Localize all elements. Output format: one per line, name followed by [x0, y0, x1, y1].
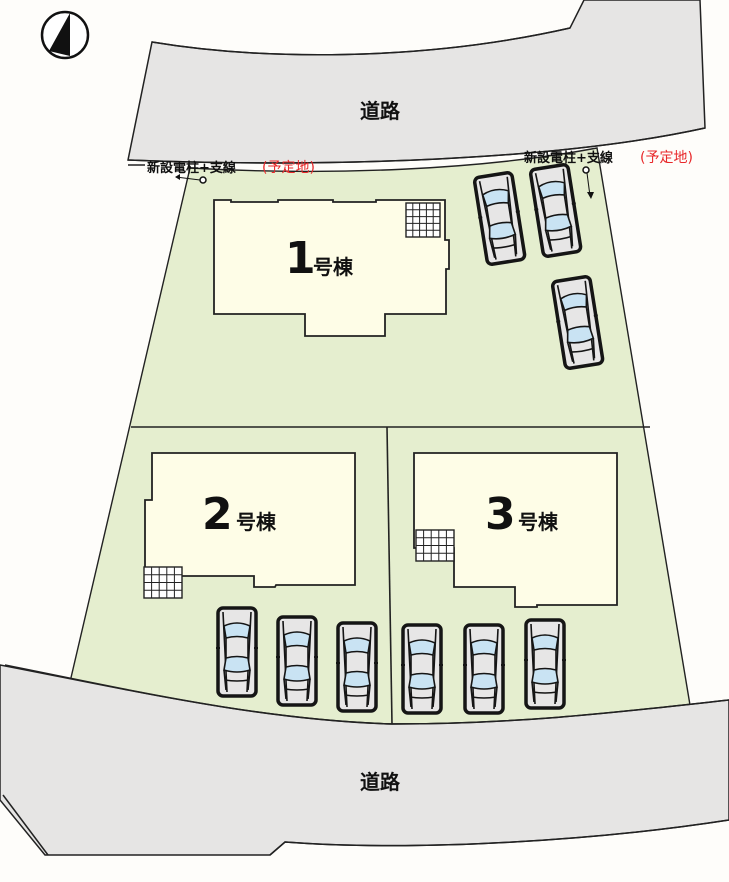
- pole-note-west: (予定地): [262, 160, 315, 176]
- parking-lot-2: [214, 606, 380, 713]
- balcony-grid-icon: [415, 529, 455, 562]
- building-2-number: 2: [202, 489, 233, 540]
- building-1-suffix: 号棟: [313, 255, 354, 279]
- utility-pole-icon: [199, 176, 207, 184]
- pole-label-east: 新設電柱+支線: [524, 150, 614, 166]
- building-3: 3 号棟: [413, 452, 618, 608]
- parking-lot-3: [399, 618, 568, 715]
- car-icon: [399, 623, 445, 715]
- building-3-suffix: 号棟: [518, 510, 559, 534]
- balcony-grid-icon: [143, 566, 183, 599]
- car-icon: [461, 623, 507, 715]
- north-road: 道路: [127, 0, 706, 164]
- north-road-label: 道路: [360, 99, 401, 123]
- pole-note-east: (予定地): [640, 150, 693, 166]
- utility-pole-icon: [582, 166, 590, 174]
- south-road: 道路: [0, 664, 729, 856]
- car-icon: [214, 606, 260, 698]
- south-road-label: 道路: [360, 770, 401, 794]
- balcony-grid-icon: [405, 202, 441, 238]
- building-1-number: 1: [285, 233, 316, 284]
- car-icon: [334, 621, 380, 713]
- building-2: 2 号棟: [143, 452, 356, 599]
- building-3-number: 3: [485, 489, 516, 540]
- car-icon: [274, 615, 320, 707]
- pole-label-west: 新設電柱+支線: [147, 160, 237, 176]
- building-1: 1 号棟: [213, 199, 450, 337]
- utility-pole-callout-west: 新設電柱+支線 (予定地): [128, 160, 315, 184]
- car-icon: [522, 618, 568, 710]
- building-2-suffix: 号棟: [236, 510, 277, 534]
- north-arrow-icon: [40, 10, 90, 60]
- utility-pole-callout-east: 新設電柱+支線 (予定地): [524, 150, 693, 199]
